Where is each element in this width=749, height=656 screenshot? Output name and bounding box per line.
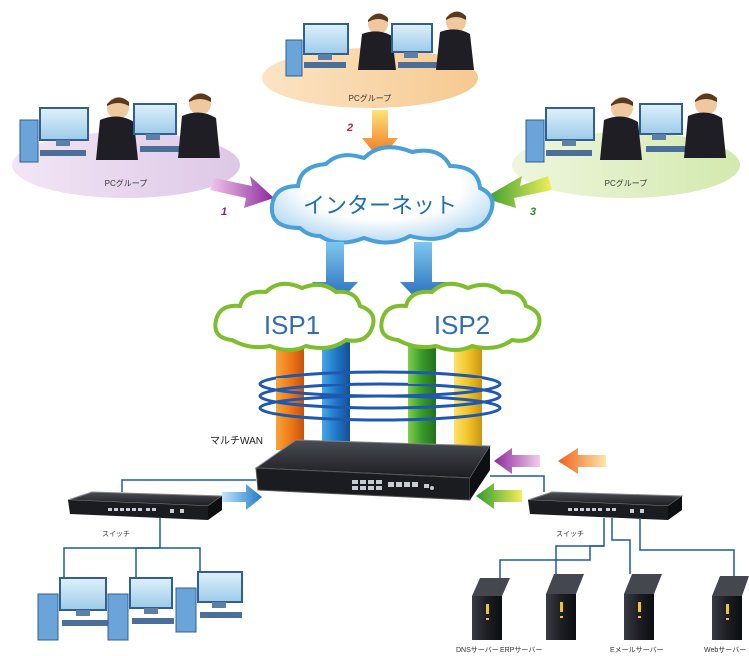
isp2-label: ISP2 <box>434 310 490 340</box>
internet-label: インターネット <box>303 193 457 218</box>
arrow-group2-return <box>558 448 606 474</box>
server-email <box>624 574 662 640</box>
link-column-blue <box>322 330 350 450</box>
group-number-3: 3 <box>530 206 536 218</box>
link-column-blue <box>322 378 350 384</box>
switch-label: スイッチ <box>556 530 584 538</box>
person-icon <box>358 13 396 70</box>
computer-icon <box>133 103 182 152</box>
server-label-erp: ERPサーバー <box>500 646 542 654</box>
router-label: マルチWAN <box>210 435 263 447</box>
link-column-yellow <box>454 378 482 384</box>
isp1-cloud: ISP1 <box>213 281 376 352</box>
switch-right: スイッチ <box>527 491 684 538</box>
pc-group-label: PCグループ <box>105 178 148 188</box>
isp1-label: ISP1 <box>264 310 320 340</box>
group-number-1: 1 <box>221 206 227 218</box>
server-erp <box>546 574 584 640</box>
pc-group-2: PCグループ <box>262 11 478 108</box>
isp2-cloud: ISP2 <box>379 281 542 352</box>
computer-icon <box>639 103 688 152</box>
computer-icon <box>107 577 174 641</box>
computer-icon <box>285 23 349 77</box>
server-dns <box>472 578 510 640</box>
router-ports <box>352 480 434 490</box>
person-icon <box>600 97 642 160</box>
arrow-group-3 <box>484 176 552 208</box>
group-number-2: 2 <box>346 122 353 134</box>
internet-cloud: インターネット <box>269 145 495 245</box>
pc-group-3: PCグループ <box>512 93 740 198</box>
switch-left: スイッチ <box>67 491 224 538</box>
server-label-web: Webサーバー <box>704 646 746 654</box>
server-label-dns: DNSサーバー <box>456 646 499 654</box>
switch-label: スイッチ <box>102 530 130 538</box>
load-balance-rings <box>258 370 502 422</box>
link-column-orange <box>276 378 304 384</box>
pc-group-label: PCグループ <box>605 178 648 188</box>
arrow-group-1 <box>210 176 274 208</box>
multi-wan-router <box>254 439 491 501</box>
person-icon <box>436 11 474 70</box>
computer-icon <box>175 571 243 633</box>
link-column-green <box>408 330 436 450</box>
computer-icon <box>525 107 595 163</box>
arrow-group3-return <box>476 483 522 509</box>
person-icon <box>96 97 138 160</box>
link-column-green <box>408 378 436 384</box>
person-icon <box>178 93 220 158</box>
arrow-group1-return <box>494 448 540 474</box>
server-label-email: Eメールサーバー <box>610 646 664 654</box>
computer-icon <box>19 107 89 163</box>
arrow-switch-to-router <box>222 484 262 510</box>
person-icon <box>684 93 726 158</box>
pc-group-1: PCグループ <box>12 93 240 198</box>
computer-icon <box>37 577 108 641</box>
server-web <box>712 576 749 640</box>
computer-icon <box>391 23 438 68</box>
network-cables <box>63 475 735 584</box>
pc-group-label: PCグループ <box>349 93 392 103</box>
